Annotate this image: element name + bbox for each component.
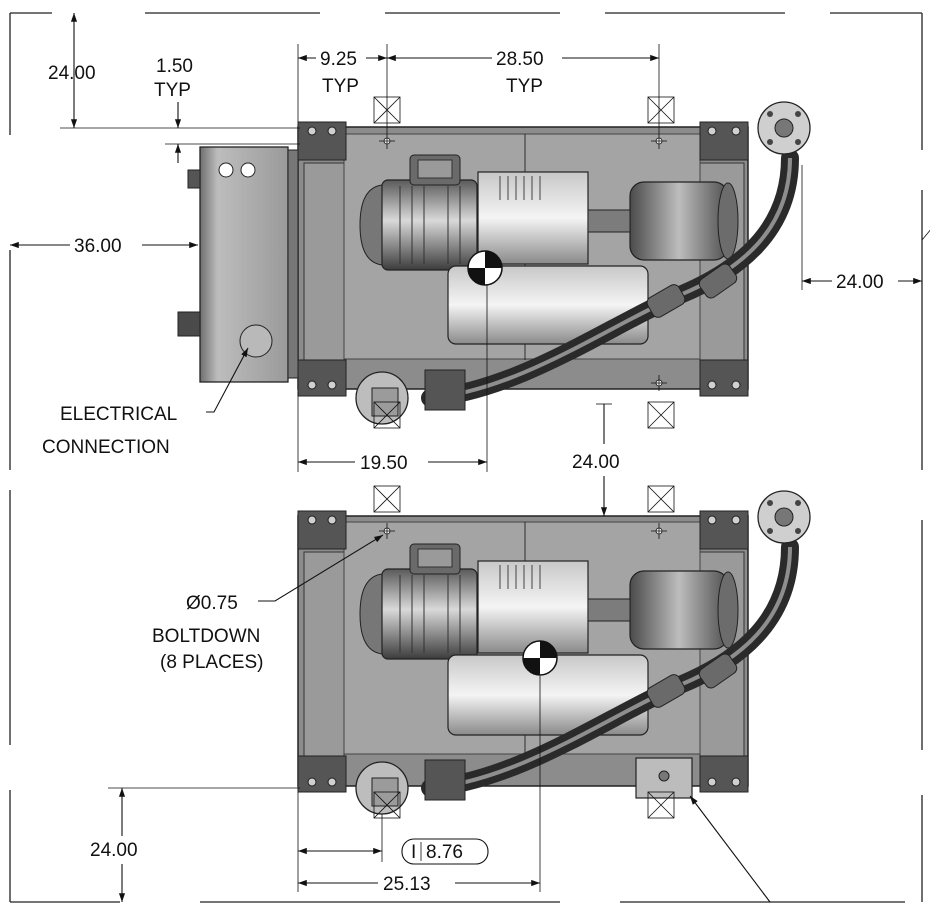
basic-dim-value: 8.76	[426, 842, 463, 863]
top-unit-view	[177, 96, 811, 429]
dim-bolt-spacing-short-note: TYP	[322, 76, 359, 97]
dim-cg-x-top: 19.50	[360, 453, 408, 474]
dim-between-units: 24.00	[572, 452, 620, 473]
dimension-labels: 24.00 1.50 TYP 9.25 TYP 28.50 TYP 36.00 …	[42, 49, 884, 895]
electrical-callout-line1: ELECTRICAL	[60, 404, 177, 425]
boltdown-callout-line2: BOLTDOWN	[152, 626, 260, 647]
cg-symbol-bottom	[522, 640, 558, 676]
bottom-unit-view	[297, 485, 811, 819]
boltdown-callout-dia: Ø0.75	[186, 593, 238, 614]
electrical-cabinet	[177, 146, 299, 383]
dim-right-clearance: 24.00	[836, 272, 884, 293]
dim-bolt-spacing-short: 9.25	[320, 49, 357, 70]
dim-typ-offset-note: TYP	[154, 80, 191, 101]
dimension-lines	[10, 13, 930, 903]
sheet-frame	[9, 12, 923, 903]
electrical-callout-line2: CONNECTION	[42, 437, 170, 458]
boltdown-callout-line3: (8 PLACES)	[160, 652, 263, 673]
dim-typ-offset-value: 1.50	[156, 56, 193, 77]
basic-dim-frame	[401, 838, 489, 865]
cg-symbol-top	[467, 250, 503, 286]
dim-bolt-spacing-long-note: TYP	[506, 76, 543, 97]
dim-bolt-spacing-long: 28.50	[496, 49, 544, 70]
dim-bottom-clearance: 24.00	[90, 840, 138, 861]
basic-dim-symbol: I	[411, 842, 416, 863]
dim-cg-x-bottom: 25.13	[383, 874, 431, 895]
dim-left-clearance: 36.00	[74, 236, 122, 257]
dim-top-clearance: 24.00	[48, 63, 96, 84]
